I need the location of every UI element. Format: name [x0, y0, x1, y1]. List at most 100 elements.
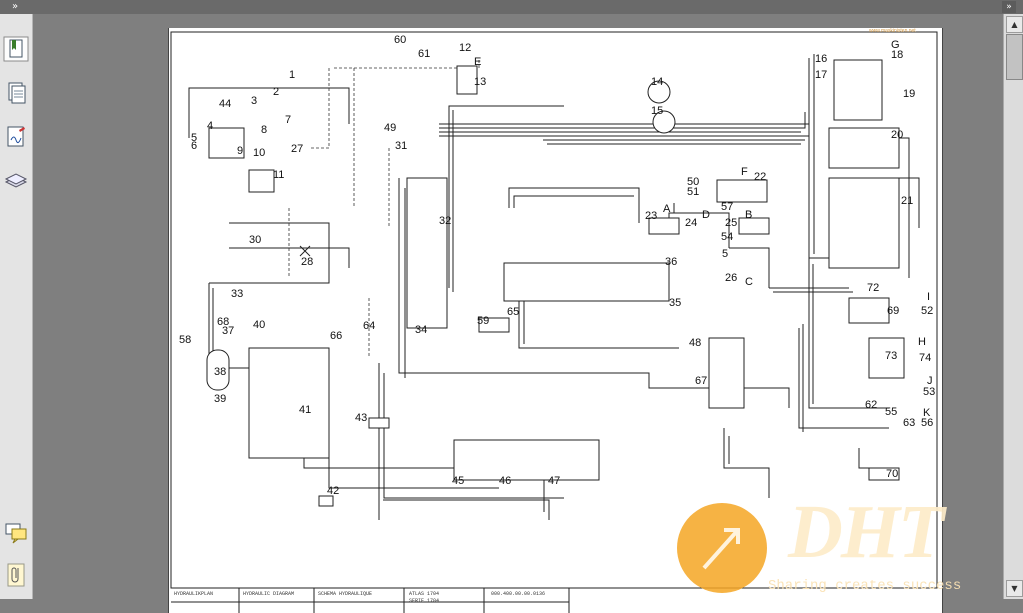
label-2: 2	[273, 86, 279, 98]
footer-schema-hydraulique: SCHEMA HYDRAULIQUE	[318, 591, 372, 597]
footer-atlas-model: ATLAS 1704	[409, 591, 439, 597]
label-40: 40	[253, 319, 265, 331]
component-labels: 60 61 12 E 13 1 2 3 44 4 8 7 5 6 27 9 10…	[179, 34, 935, 497]
label-7: 7	[285, 114, 291, 126]
label-20: 20	[891, 129, 903, 141]
label-68: 68	[217, 316, 229, 328]
signatures-panel-button[interactable]	[3, 124, 29, 150]
label-27: 27	[291, 143, 303, 155]
label-8: 8	[261, 124, 267, 136]
label-62: 62	[865, 399, 877, 411]
label-66: 66	[330, 330, 342, 342]
label-6: 6	[191, 140, 197, 152]
label-24: 24	[685, 217, 697, 229]
label-48: 48	[689, 337, 701, 349]
label-46: 46	[499, 475, 511, 487]
label-5b: 5	[722, 248, 728, 260]
label-44: 44	[219, 98, 231, 110]
label-11: 11	[273, 169, 284, 181]
layers-panel-button[interactable]	[3, 168, 29, 194]
footer-drawing-number: 000.400.00.00.0136	[491, 591, 545, 597]
label-69: 69	[887, 305, 899, 317]
label-45: 45	[452, 475, 464, 487]
footer-hydraulic-diagram: HYDRAULIC DIAGRAM	[243, 591, 294, 597]
label-12: 12	[459, 42, 471, 54]
label-34: 34	[415, 324, 427, 336]
bookmarks-panel-button[interactable]	[3, 36, 29, 62]
label-1: 1	[289, 69, 295, 81]
label-A: A	[663, 203, 671, 215]
label-36: 36	[665, 256, 677, 268]
expand-navigation-button[interactable]: »	[11, 1, 19, 12]
label-D: D	[702, 209, 710, 221]
hydraulic-diagram: 60 61 12 E 13 1 2 3 44 4 8 7 5 6 27 9 10…	[170, 28, 938, 613]
label-57: 57	[721, 201, 733, 213]
label-31: 31	[395, 140, 407, 152]
label-64: 64	[363, 320, 375, 332]
label-39: 39	[214, 393, 226, 405]
label-52: 52	[921, 305, 933, 317]
label-47: 47	[548, 475, 560, 487]
label-63: 63	[903, 417, 915, 429]
document-viewer[interactable]: 60 61 12 E 13 1 2 3 44 4 8 7 5 6 27 9 10…	[33, 14, 1002, 613]
label-10: 10	[253, 147, 265, 159]
label-51: 51	[687, 186, 699, 198]
label-49: 49	[384, 122, 396, 134]
layers-icon	[3, 168, 29, 194]
label-28: 28	[301, 256, 313, 268]
label-58: 58	[179, 334, 191, 346]
label-72: 72	[867, 282, 879, 294]
label-41: 41	[299, 404, 311, 416]
label-5: 5	[191, 132, 197, 144]
label-50: 50	[687, 176, 699, 188]
dht-logo-icon	[677, 503, 767, 593]
label-32: 32	[439, 215, 451, 227]
dht-watermark: DHT Sharing creates success	[670, 494, 1023, 599]
label-65: 65	[507, 306, 519, 318]
comments-panel-button[interactable]	[3, 520, 29, 546]
label-23: 23	[645, 210, 657, 222]
label-B: B	[745, 209, 752, 221]
label-74: 74	[919, 352, 931, 364]
page-thumbnail-icon	[3, 80, 29, 106]
label-43: 43	[355, 412, 367, 424]
label-67: 67	[695, 375, 707, 387]
label-53: 53	[923, 386, 935, 398]
footer-hydraulikplan: HYDRAULIKPLAN	[174, 591, 213, 597]
label-25: 25	[725, 217, 737, 229]
label-13: 13	[474, 76, 486, 88]
label-15: 15	[651, 105, 663, 117]
label-59: 59	[477, 315, 489, 327]
label-37: 37	[222, 325, 234, 337]
label-I: I	[927, 291, 930, 303]
label-C: C	[745, 276, 753, 288]
signature-icon	[3, 124, 29, 150]
label-30: 30	[249, 234, 261, 246]
label-G: G	[891, 39, 900, 51]
label-73: 73	[885, 350, 897, 362]
label-K: K	[923, 407, 931, 419]
label-33: 33	[231, 288, 243, 300]
vertical-scrollbar[interactable]: ▲ ▼	[1003, 14, 1023, 599]
attachments-panel-button[interactable]	[3, 562, 29, 588]
corner-menu-button[interactable]: »	[1002, 1, 1016, 13]
label-42: 42	[327, 485, 339, 497]
label-9: 9	[237, 145, 243, 157]
document-page[interactable]: 60 61 12 E 13 1 2 3 44 4 8 7 5 6 27 9 10…	[168, 28, 943, 613]
dht-slogan: Sharing creates success	[768, 578, 962, 594]
label-26: 26	[725, 272, 737, 284]
label-56: 56	[921, 417, 933, 429]
label-54: 54	[721, 231, 733, 243]
scroll-thumb[interactable]	[1006, 34, 1023, 80]
bookmark-icon	[3, 36, 29, 62]
label-35: 35	[669, 297, 681, 309]
paperclip-icon	[3, 562, 29, 588]
label-16: 16	[815, 53, 827, 65]
scroll-up-button[interactable]: ▲	[1006, 16, 1023, 33]
label-19: 19	[903, 88, 915, 100]
label-E: E	[474, 56, 481, 68]
label-70: 70	[886, 468, 898, 480]
label-55: 55	[885, 406, 897, 418]
pages-panel-button[interactable]	[3, 80, 29, 106]
label-H: H	[918, 336, 926, 348]
